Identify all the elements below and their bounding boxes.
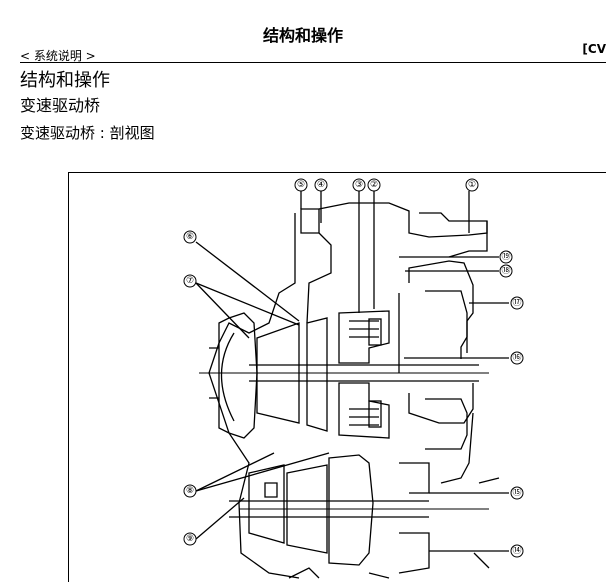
callout-19: ⑲ [501,251,510,262]
callout-17: ⑰ [512,297,521,308]
breadcrumb[interactable]: < 系统说明 > [20,49,96,63]
callout-16: ⑯ [512,352,521,363]
transaxle-cutaway-figure: ⑤ ④ ③ ② ① ⑲ ⑱ ⑥ ⑦ ⑰ ⑯ ⑧ ⑮ ⑨ ⑭ [68,172,606,582]
callout-6: ⑥ [186,232,194,242]
callout-3: ③ [355,180,363,190]
section-code: [CV [582,42,606,56]
callout-15: ⑮ [512,487,521,498]
figure-caption: 变速驱动桥 : 剖视图 [20,124,155,142]
callout-5: ⑤ [297,180,305,190]
callout-4: ④ [317,180,325,190]
callout-8: ⑧ [186,486,194,496]
callout-2: ② [370,180,378,190]
section-heading: 结构和操作 [20,70,110,91]
header-rule [20,62,606,63]
callout-1: ① [468,180,476,190]
callout-18: ⑱ [501,265,510,276]
callout-9: ⑨ [186,534,194,544]
callout-7: ⑦ [186,276,194,286]
subsection-heading: 变速驱动桥 [20,96,101,115]
callout-14: ⑭ [512,545,521,556]
cutaway-drawing: ⑤ ④ ③ ② ① ⑲ ⑱ ⑥ ⑦ ⑰ ⑯ ⑧ ⑮ ⑨ ⑭ [183,178,524,579]
page-title: 结构和操作 [262,26,343,45]
